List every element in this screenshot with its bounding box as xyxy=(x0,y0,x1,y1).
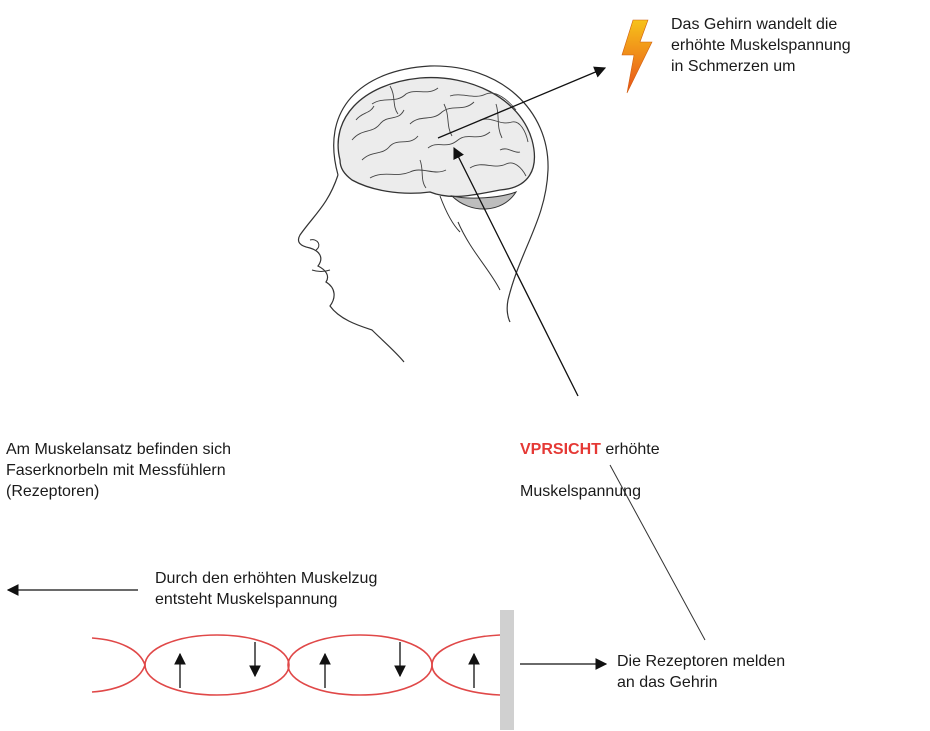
tension-text-line2: Muskelspannung xyxy=(520,483,641,500)
head-outline xyxy=(297,174,405,363)
nose-detail xyxy=(309,239,320,251)
label-muscle-tension: VPRSICHT erhöhte Muskelspannung xyxy=(520,418,660,502)
muscle-fibers xyxy=(91,634,501,696)
cerebellum xyxy=(450,191,518,210)
arrow-brain-to-pain xyxy=(437,66,607,139)
brainstem xyxy=(439,195,461,233)
receptor-arrows xyxy=(174,642,480,688)
lightning-icon xyxy=(621,19,653,94)
muscle-fiber-left-end xyxy=(91,637,146,693)
muscle-attachment-wall xyxy=(500,610,514,730)
connector-receptors-to-tension xyxy=(609,464,706,641)
muscle-fiber-oval-2 xyxy=(287,634,433,696)
mouth-detail xyxy=(311,269,331,272)
muscle-fiber-right-end xyxy=(431,634,501,696)
arrow-tension-to-brain xyxy=(453,146,579,397)
label-muscle-attachment: Am Muskelansatz befinden sich Faserknorb… xyxy=(6,441,231,500)
brain-shape xyxy=(337,76,536,198)
neck-line xyxy=(457,221,501,291)
head-brain-illustration xyxy=(297,65,549,363)
label-receptors-report: Die Rezeptoren melden an das Gehrin xyxy=(617,653,786,691)
tension-text-line1: erhöhte xyxy=(600,441,660,458)
muscle-fiber-oval-1 xyxy=(144,634,290,696)
warning-word: VPRSICHT xyxy=(520,441,601,458)
label-muscle-pull: Durch den erhöhten Muskelzug entsteht Mu… xyxy=(155,570,378,608)
skull-outline xyxy=(333,65,549,323)
label-brain-pain: Das Gehirn wandelt die erhöhte Muskelspa… xyxy=(671,16,851,75)
brain-folds xyxy=(351,85,529,189)
